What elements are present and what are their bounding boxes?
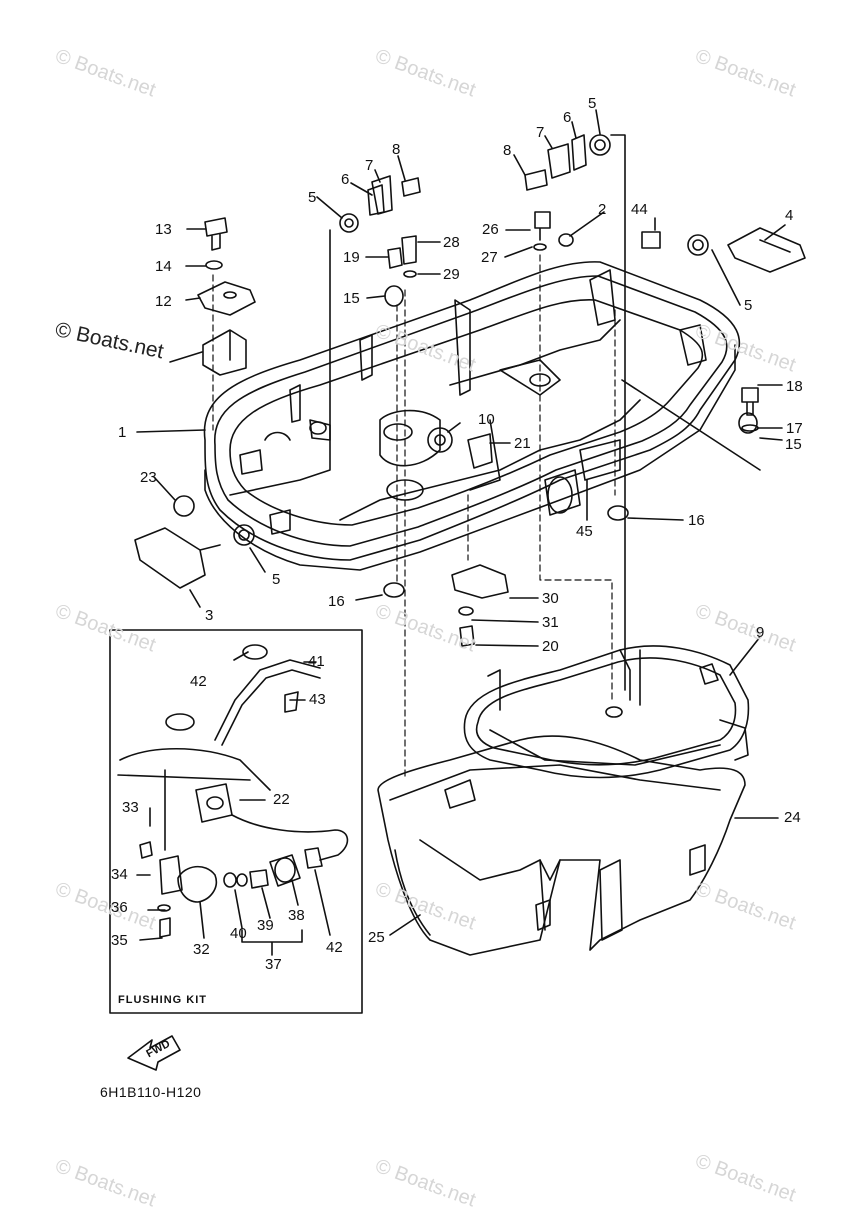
callout: 45 — [576, 523, 593, 540]
diagram-code: 6H1B110-H120 — [100, 1084, 202, 1100]
callout: 5 — [272, 571, 281, 588]
callout: 16 — [688, 512, 705, 529]
callout: 44 — [631, 201, 648, 218]
callout: 8 — [392, 141, 401, 158]
callout: 43 — [309, 691, 326, 708]
flushing-kit-title: FLUSHING KIT — [118, 994, 207, 1006]
callout: 20 — [542, 638, 559, 655]
lower-cowling — [377, 735, 746, 956]
callout: 15 — [785, 436, 802, 453]
callout: 21 — [514, 435, 531, 452]
callout: 36 — [111, 899, 128, 916]
callout: 5 — [744, 297, 753, 314]
callout: 9 — [756, 624, 765, 641]
callout: 17 — [786, 420, 803, 437]
callout: 1 — [118, 424, 127, 441]
callout: 39 — [257, 917, 274, 934]
callout: 10 — [478, 411, 495, 428]
callout: 18 — [786, 378, 803, 395]
callout: 29 — [443, 266, 460, 283]
callout: 6 — [341, 171, 350, 188]
callout: 31 — [542, 614, 559, 631]
callout: 7 — [536, 124, 545, 141]
callout: 6 — [563, 109, 572, 126]
callout: 5 — [588, 95, 597, 112]
seal-frame-9 — [463, 645, 750, 779]
callout: 27 — [481, 249, 498, 266]
callout: 4 — [785, 207, 794, 224]
callout: 14 — [155, 258, 172, 275]
callout: 7 — [365, 157, 374, 174]
upper-cowling-outline — [203, 261, 741, 561]
callout: 3 — [205, 607, 214, 624]
callout: 26 — [482, 221, 499, 238]
callout: 24 — [784, 809, 801, 826]
callout: 32 — [193, 941, 210, 958]
callout: 8 — [503, 142, 512, 159]
flushing-kit-box — [109, 629, 363, 1014]
callout: 42 — [326, 939, 343, 956]
fwd-arrow — [127, 1035, 181, 1071]
callout: 5 — [308, 189, 317, 206]
callout: 28 — [443, 234, 460, 251]
callout: 34 — [111, 866, 128, 883]
callout: 15 — [343, 290, 360, 307]
callout: 25 — [368, 929, 385, 946]
callout: 22 — [273, 791, 290, 808]
callout: 30 — [542, 590, 559, 607]
callout: 40 — [230, 925, 247, 942]
callout: 37 — [265, 956, 282, 973]
callout: 13 — [155, 221, 172, 238]
callout: 23 — [140, 469, 157, 486]
callout: 42 — [190, 673, 207, 690]
callout: 19 — [343, 249, 360, 266]
callout: 2 — [598, 201, 607, 218]
callout: 38 — [288, 907, 305, 924]
callout: 12 — [155, 293, 172, 310]
callout: 35 — [111, 932, 128, 949]
callout: 33 — [122, 799, 139, 816]
callout: 41 — [308, 653, 325, 670]
callout: 16 — [328, 593, 345, 610]
